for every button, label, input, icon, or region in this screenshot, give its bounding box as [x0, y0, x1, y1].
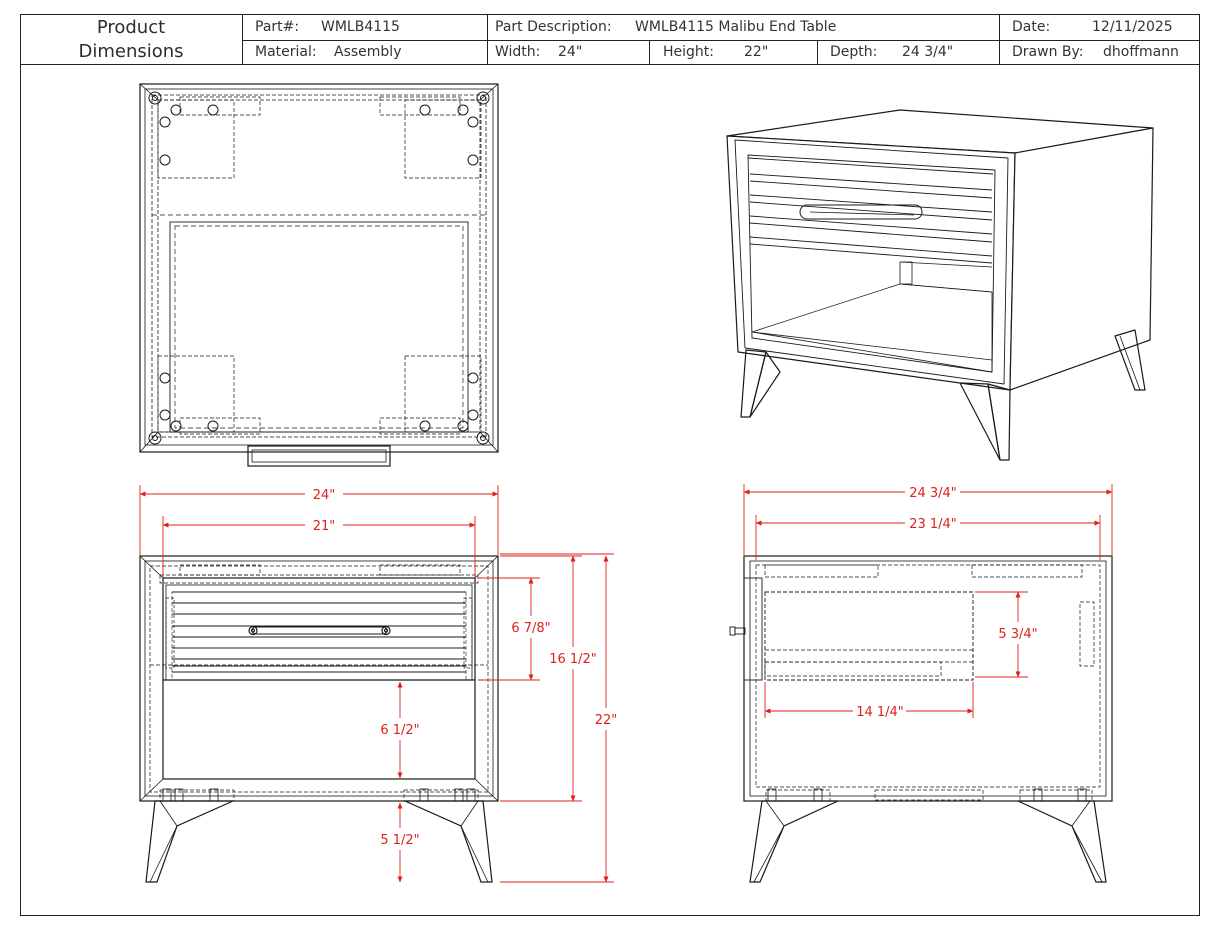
height-label: Height:: [663, 44, 714, 60]
dim-case-height: 16 1/2": [549, 652, 597, 667]
dim-open-shelf-height: 6 1/2": [380, 723, 419, 738]
front-view: [139, 555, 499, 883]
dim-drawer-box-depth: 14 1/4": [856, 705, 904, 720]
dim-overall-height: 22": [595, 713, 618, 728]
part-label: Part#:: [255, 19, 300, 35]
dim-leg-height: 5 1/2": [380, 833, 419, 848]
dim-overall-width: 24": [313, 488, 336, 503]
description-label: Part Description:: [495, 19, 612, 35]
dim-inner-width: 21": [313, 519, 336, 534]
dim-drawer-height: 6 7/8": [511, 621, 550, 636]
isometric-view: [726, 109, 1154, 461]
heading-line-1: Product: [96, 17, 166, 38]
material-label: Material:: [255, 44, 317, 60]
description-value: WMLB4115 Malibu End Table: [635, 19, 837, 35]
title-block-divider: [242, 14, 243, 65]
top-view: [139, 83, 499, 467]
dimension-lines: [139, 484, 1113, 883]
title-block-divider: [817, 40, 818, 65]
title-block-divider: [487, 14, 488, 65]
date-value: 12/11/2025: [1092, 19, 1173, 35]
drawing-frame: [20, 14, 1200, 916]
dim-drawer-box-height: 5 3/4": [998, 627, 1037, 642]
dimension-labels: 24" 21" 6 7/8" 16 1/2" 22" 6 1/2" 5 1/2"…: [313, 486, 1038, 848]
title-block-divider: [649, 40, 650, 65]
date-label: Date:: [1012, 19, 1051, 35]
drawn-by-label: Drawn By:: [1012, 44, 1084, 60]
title-block: Product Dimensions Part#: WMLB4115 Mater…: [20, 14, 1200, 65]
dim-overall-depth: 24 3/4": [909, 486, 957, 501]
title-block-mid-rule: [242, 40, 1200, 41]
dim-inner-depth: 23 1/4": [909, 517, 957, 532]
height-value: 22": [744, 44, 769, 60]
width-value: 24": [558, 44, 583, 60]
part-value: WMLB4115: [321, 19, 400, 35]
title-block-bottom-rule: [20, 64, 1200, 65]
side-view: [729, 555, 1113, 883]
depth-value: 24 3/4": [902, 44, 954, 60]
drawn-by-value: dhoffmann: [1103, 44, 1179, 60]
title-block-divider: [999, 14, 1000, 65]
heading-line-2: Dimensions: [78, 41, 184, 62]
material-value: Assembly: [334, 44, 402, 60]
depth-label: Depth:: [830, 44, 878, 60]
width-label: Width:: [495, 44, 541, 60]
